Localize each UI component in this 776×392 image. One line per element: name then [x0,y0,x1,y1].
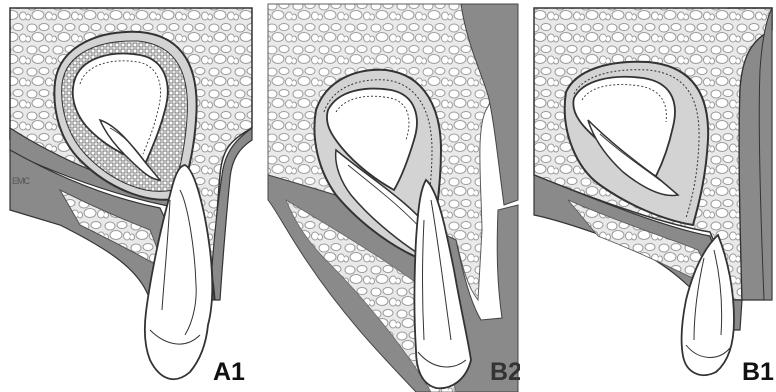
credit-mark: EMC [12,176,29,186]
panel-label-b1: B1 [742,360,774,385]
panel-b2: B2 [266,0,520,392]
panel-a1-drawing [0,0,258,392]
panel-label-b2: B2 [490,360,520,385]
panel-a1: EMC A1 [0,0,258,392]
panel-b2-drawing [266,0,520,392]
panel-b1: B1 [528,0,776,392]
panel-b1-drawing [528,0,776,392]
panel-label-a1: A1 [213,360,245,385]
